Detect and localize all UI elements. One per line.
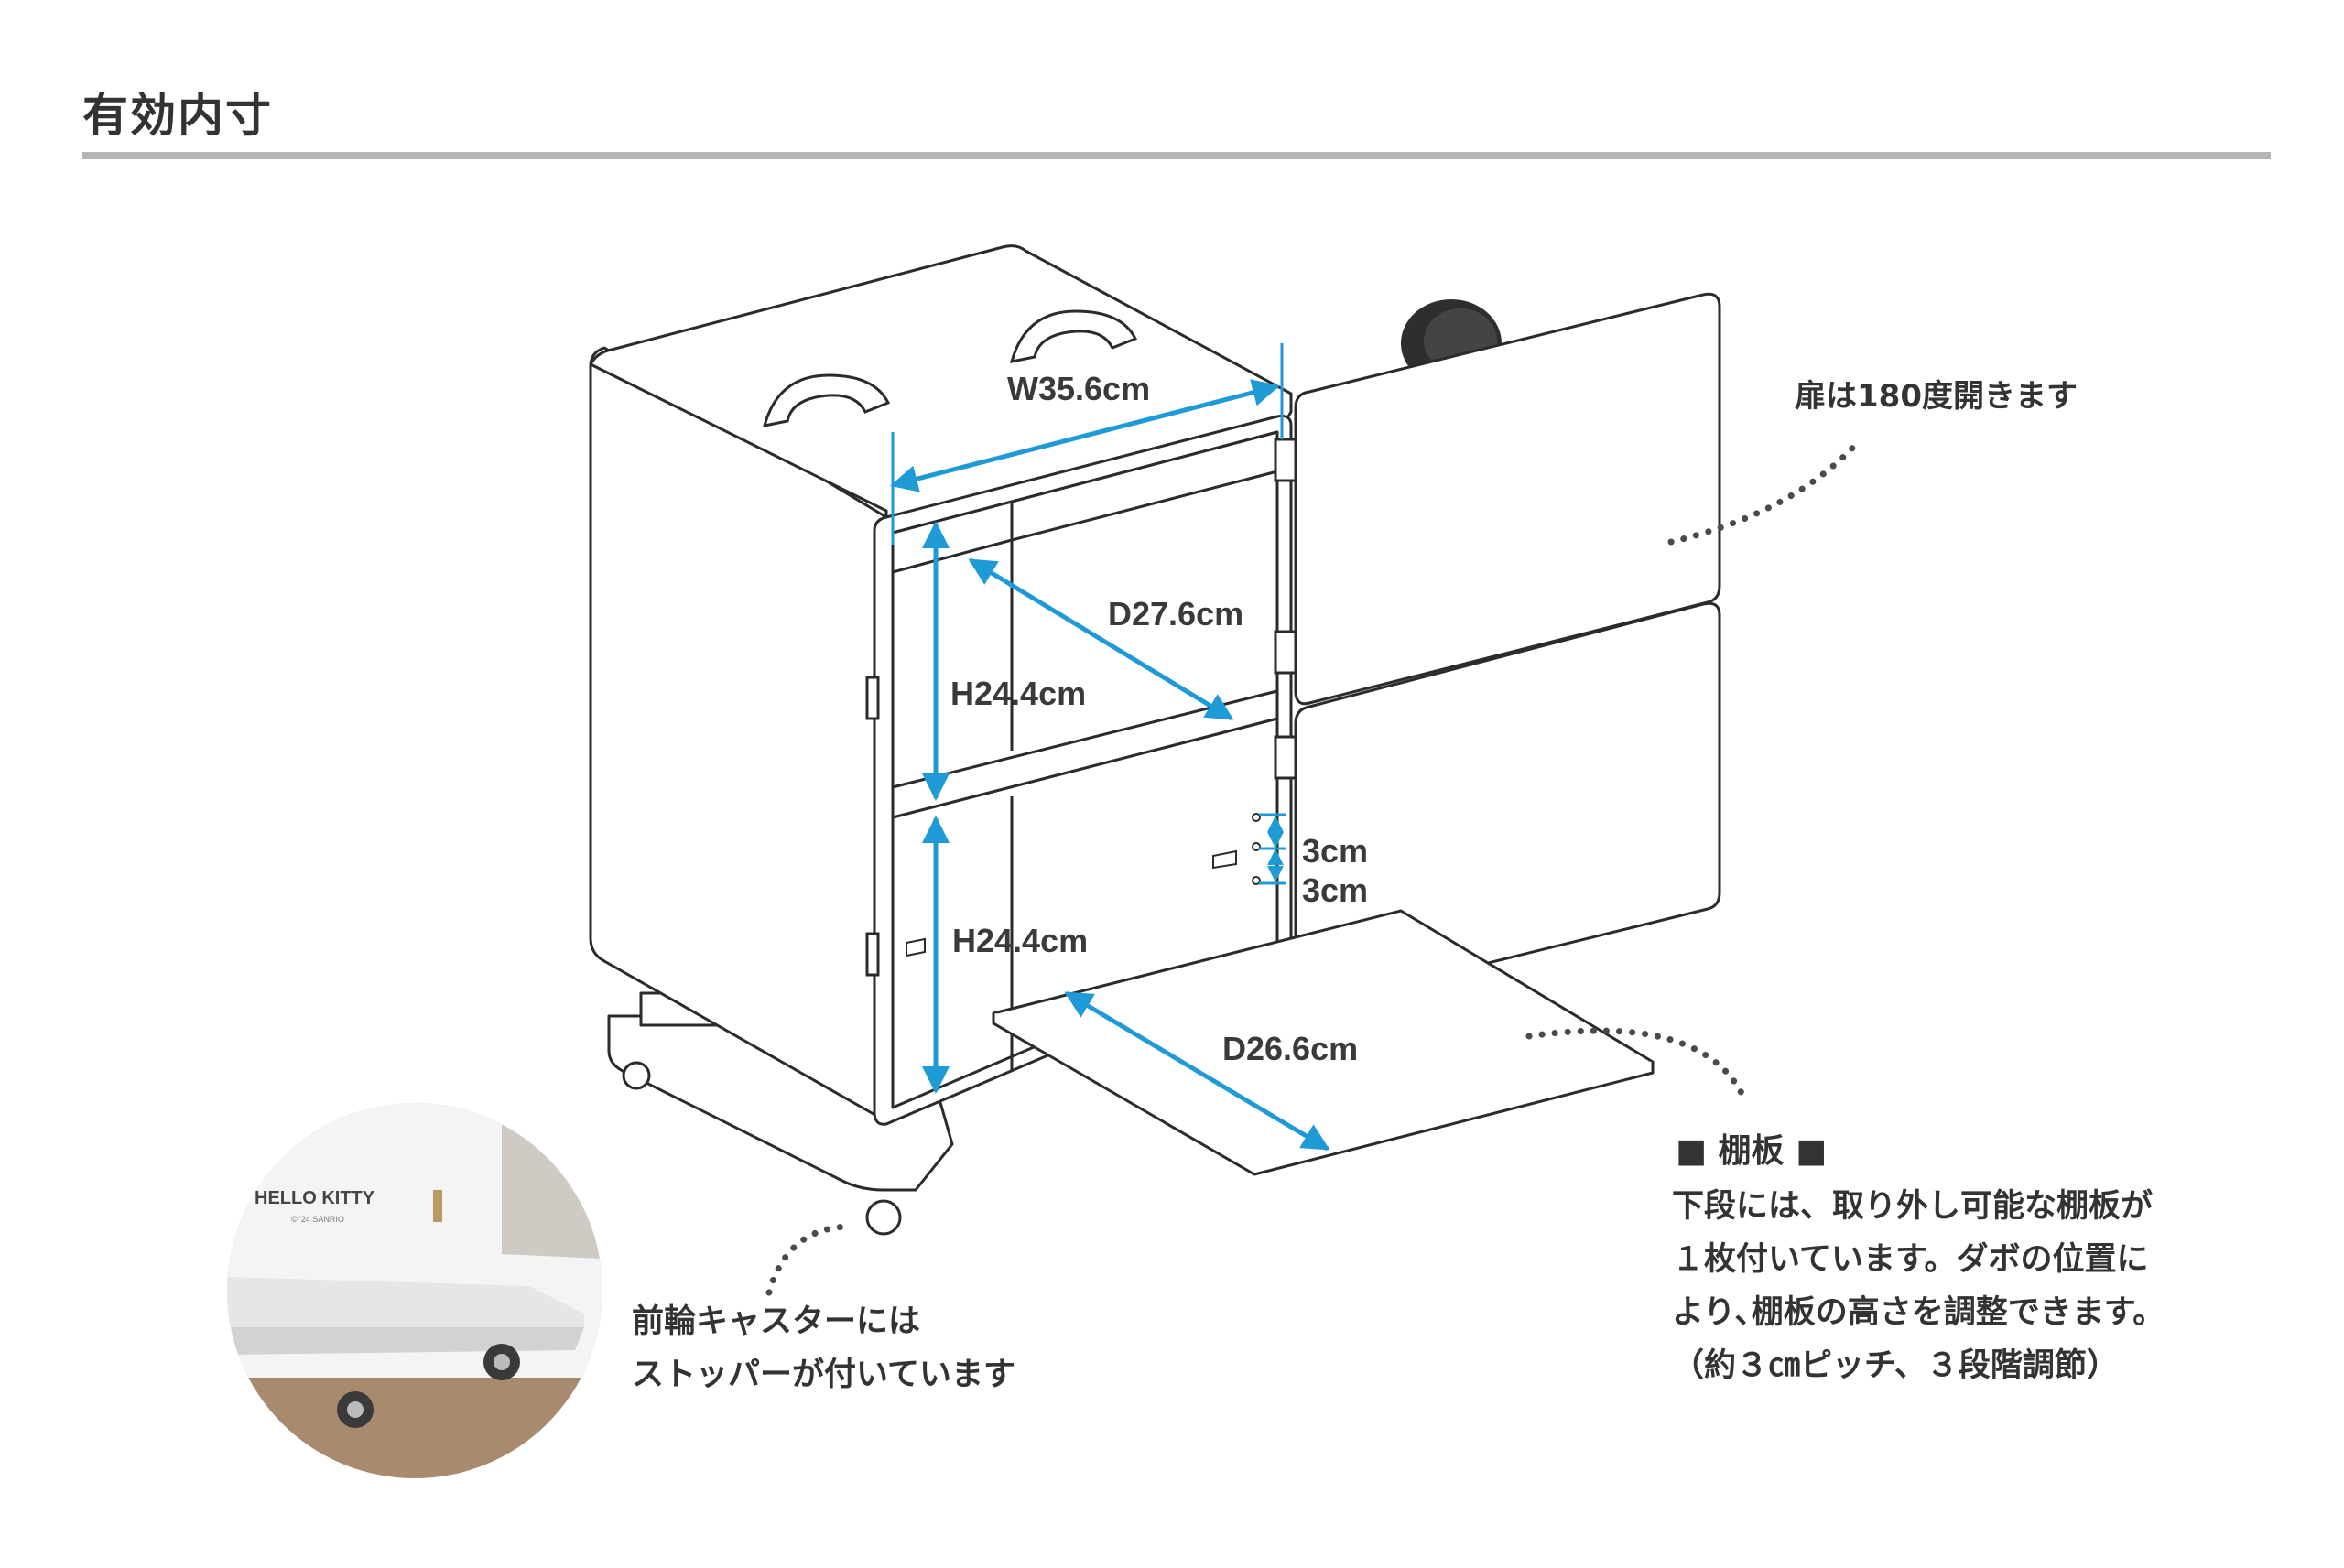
shelf-depth-label: D26.6cm (1222, 1030, 1358, 1067)
photo-copyright: © '24 SANRIO (291, 1215, 344, 1224)
top-handles (762, 309, 1138, 427)
shelf-description: 下段には、取り外し可能な棚板が １枚付いています。ダボの位置に より､棚板の高さ… (1672, 1180, 2165, 1392)
shelf-description-line: 下段には、取り外し可能な棚板が (1672, 1188, 2154, 1225)
shelf-description-line: １枚付いています。ダボの位置に (1672, 1241, 2149, 1278)
pitch-lower-label: 3cm (1302, 871, 1368, 909)
title-divider (82, 152, 2271, 159)
lower-height-label: H24.4cm (952, 922, 1088, 959)
upper-height-label: H24.4cm (950, 675, 1086, 712)
shelf-leader (1525, 1027, 1748, 1102)
caster-note-line: ストッパーが付いています (632, 1357, 1015, 1393)
upper-door (1294, 292, 1721, 706)
caster-note: 前輪キャスターには ストッパーが付いています (632, 1295, 1015, 1401)
shelf-heading: ■ 棚板 ■ (1676, 1132, 1828, 1170)
caster-photo: HELLO KITTY © '24 SANRIO (227, 1103, 602, 1478)
door-leader (1667, 438, 1862, 546)
caster-note-line: 前輪キャスターには (632, 1303, 921, 1340)
pitch-upper-label: 3cm (1302, 832, 1368, 870)
upper-depth-label: D27.6cm (1108, 595, 1243, 633)
page-title: 有効内寸 (82, 89, 273, 142)
dimension-arrows (890, 343, 1330, 1152)
door-note: 扉は180度開きます (1795, 378, 2078, 415)
caster-leader (765, 1223, 855, 1296)
width-arrow (890, 379, 1280, 492)
side-latches (865, 676, 880, 977)
photo-logo: HELLO KITTY (255, 1188, 375, 1208)
doors (1294, 292, 1721, 1010)
upper-depth-arrow (968, 557, 1234, 721)
width-label: W35.6cm (1007, 370, 1150, 407)
shelf-description-line: より､棚板の高さを調整できます。 (1672, 1294, 2165, 1331)
dowel-pins (906, 813, 1261, 957)
casters (622, 1061, 902, 1236)
shelf-description-line: （約３㎝ピッチ、３段階調節） (1672, 1347, 2119, 1384)
shelf-depth-arrow (1064, 990, 1330, 1152)
dotted-leaders (765, 438, 1862, 1296)
hinges (1274, 438, 1297, 780)
